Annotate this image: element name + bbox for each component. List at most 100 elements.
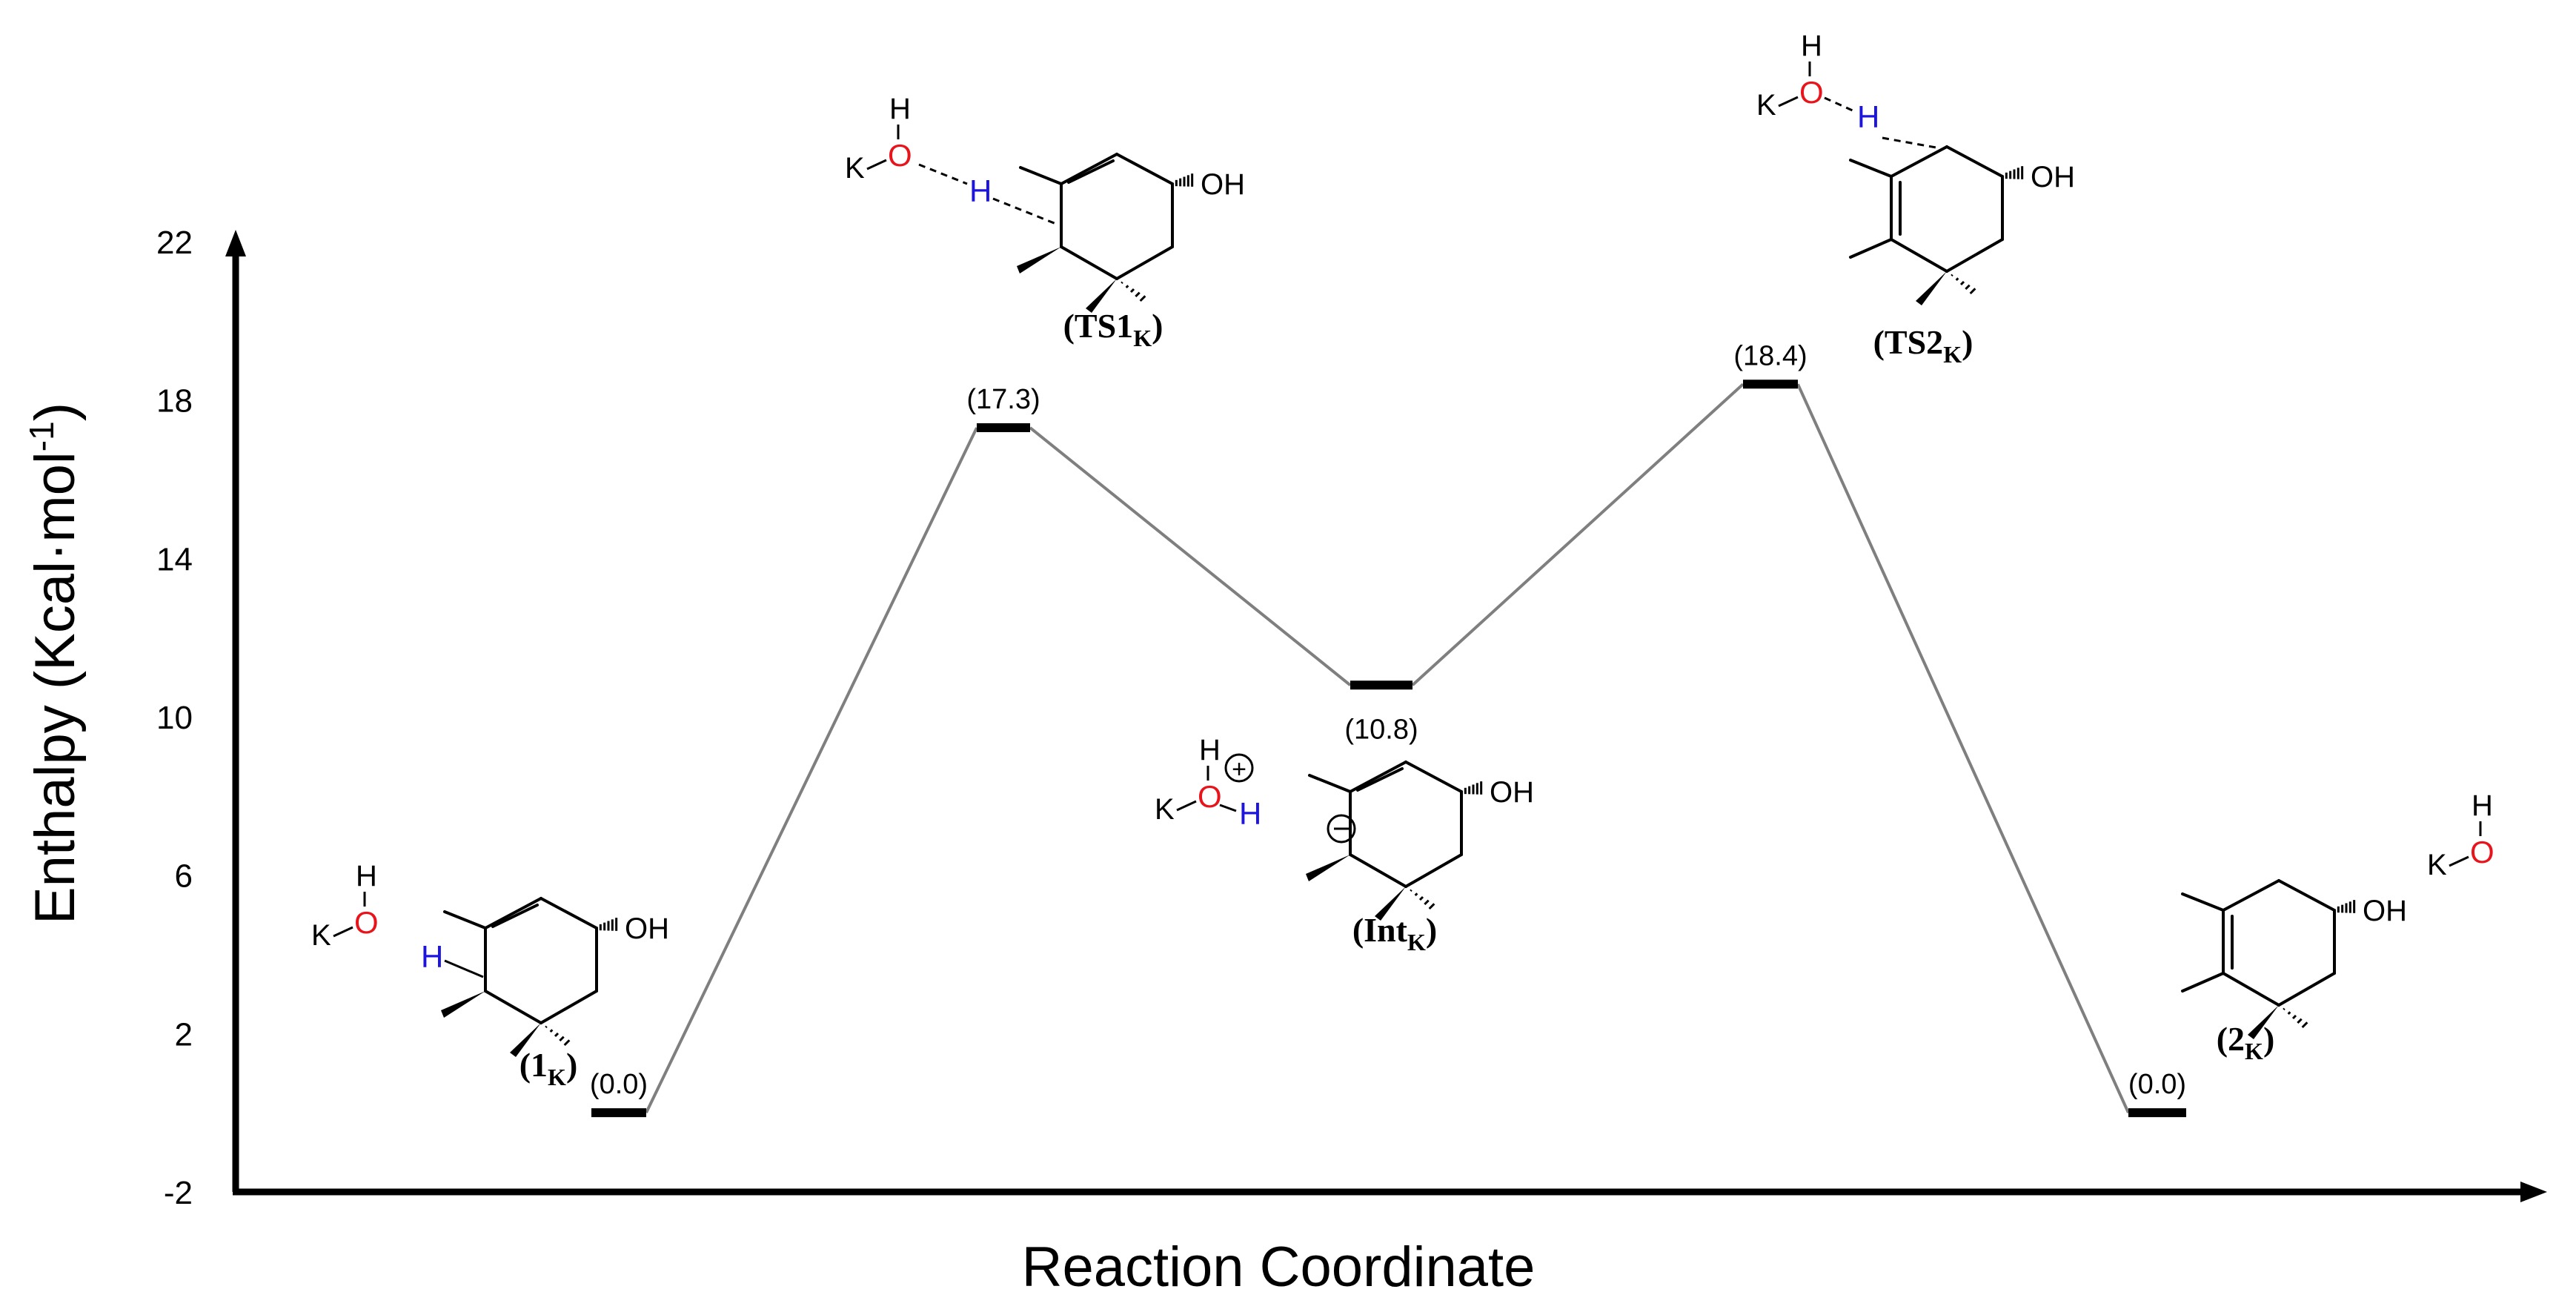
y-tick-label: 6 bbox=[175, 858, 193, 895]
hash-bond bbox=[1955, 277, 1959, 282]
transferring-hydrogen: H bbox=[969, 173, 992, 208]
hash-bond bbox=[559, 1036, 565, 1042]
bond bbox=[1404, 853, 1463, 888]
hydrogen-label: H bbox=[356, 860, 377, 892]
value-label-TS2K: (18.4) bbox=[1733, 340, 1807, 371]
hash-bond bbox=[1414, 892, 1418, 897]
hash-bond bbox=[2283, 1007, 2285, 1011]
bond bbox=[2277, 879, 2336, 912]
hash-bond bbox=[2301, 1021, 2308, 1029]
bond bbox=[1849, 238, 1893, 259]
species-label-TS1K: (TS1K) bbox=[1063, 307, 1163, 351]
positive-charge-icon bbox=[1224, 753, 1254, 783]
partial-bond bbox=[918, 163, 968, 185]
wedge-bond bbox=[1306, 855, 1350, 881]
bond bbox=[1019, 166, 1063, 185]
hydroxyl-label: OH bbox=[1201, 168, 1245, 201]
bond bbox=[1115, 153, 1174, 185]
hash-bond bbox=[2297, 1018, 2303, 1024]
wedge-bond bbox=[441, 991, 485, 1018]
connector-line bbox=[1796, 383, 2130, 1113]
bond bbox=[866, 159, 887, 170]
hash-bond bbox=[1428, 903, 1435, 910]
hash-bond bbox=[1424, 899, 1430, 906]
bond bbox=[2181, 972, 2225, 993]
connector-line bbox=[1411, 382, 1745, 686]
species-label-1K: (1K) bbox=[519, 1046, 578, 1090]
hydrogen-label: H bbox=[2472, 789, 2493, 822]
bond bbox=[2181, 892, 2225, 912]
value-labels: (0.0) (17.3) (10.8) (18.4) (0.0) bbox=[590, 340, 2186, 1100]
species-label-TS2K: (TS2K) bbox=[1873, 323, 1974, 368]
bond bbox=[484, 897, 542, 930]
hydroxyl-label: OH bbox=[1490, 776, 1534, 809]
transferring-hydrogen: H bbox=[1239, 796, 1261, 831]
bond bbox=[2449, 855, 2469, 867]
hash-bond bbox=[1410, 889, 1413, 892]
bond bbox=[1849, 159, 1893, 178]
y-tick-label: -2 bbox=[164, 1175, 193, 1211]
value-label-IntK: (10.8) bbox=[1344, 714, 1418, 745]
bond bbox=[1945, 145, 2004, 178]
potassium-label: K bbox=[2427, 849, 2447, 881]
species-labels: (1K) (TS1K) (IntK) (TS2K) (2K) bbox=[519, 307, 2275, 1090]
hash-bond bbox=[2291, 1014, 2297, 1020]
bond bbox=[2222, 879, 2280, 912]
positive-charge-sign: + bbox=[1232, 755, 1246, 783]
bond bbox=[1067, 159, 1115, 184]
potassium-label: K bbox=[311, 919, 331, 952]
connector-line bbox=[1029, 426, 1352, 686]
value-label-TS1K: (17.3) bbox=[966, 384, 1040, 415]
wedge-bond bbox=[1916, 271, 1947, 305]
bond bbox=[1060, 245, 1118, 280]
hash-bond bbox=[1135, 291, 1141, 298]
bond bbox=[540, 897, 598, 930]
y-tick-label: 14 bbox=[156, 541, 193, 577]
transferring-hydrogen: H bbox=[421, 939, 443, 974]
hash-bond bbox=[1959, 280, 1965, 286]
bond bbox=[443, 910, 487, 930]
y-axis-arrow bbox=[225, 230, 246, 256]
wedge-bond bbox=[1017, 247, 1061, 274]
bond bbox=[1778, 96, 1799, 107]
hash-bond bbox=[1129, 288, 1135, 294]
connector-line bbox=[645, 427, 978, 1114]
bond bbox=[1945, 238, 2004, 273]
bond bbox=[444, 959, 484, 978]
value-label-1K: (0.0) bbox=[590, 1069, 648, 1100]
bond bbox=[491, 904, 539, 928]
y-tick-label: 22 bbox=[156, 225, 193, 261]
bond bbox=[1404, 761, 1463, 793]
bond bbox=[1349, 761, 1407, 793]
hydroxyl-label: OH bbox=[625, 912, 669, 945]
hash-bond bbox=[563, 1039, 571, 1047]
bond bbox=[1308, 774, 1352, 793]
y-axis-label: Enthalpy (Kcal·mol-1) bbox=[22, 402, 87, 924]
wedge-bond bbox=[2248, 1005, 2279, 1039]
oxygen-label: O bbox=[1198, 779, 1222, 814]
potassium-label: K bbox=[1756, 89, 1776, 122]
transferring-hydrogen: H bbox=[1857, 99, 1879, 134]
hash-bond bbox=[1125, 285, 1129, 289]
energy-connectors bbox=[645, 382, 2130, 1114]
hash-bond bbox=[1951, 274, 1953, 277]
bond bbox=[1060, 153, 1118, 185]
wedge-bond bbox=[510, 1023, 541, 1057]
value-label-2K: (0.0) bbox=[2128, 1069, 2186, 1100]
x-axis-label: Reaction Coordinate bbox=[1022, 1236, 1536, 1299]
wedge-bond bbox=[1375, 887, 1406, 921]
bond bbox=[2222, 972, 2280, 1007]
hydrogen-label: H bbox=[889, 93, 911, 125]
bond bbox=[1115, 245, 1174, 280]
species-label-2K: (2K) bbox=[2217, 1020, 2275, 1064]
bond bbox=[484, 990, 542, 1024]
oxygen-label: O bbox=[888, 138, 912, 173]
oxygen-label: O bbox=[354, 905, 379, 940]
potassium-label: K bbox=[1155, 793, 1175, 826]
species-label-IntK: (IntK) bbox=[1352, 911, 1437, 955]
hash-bond bbox=[549, 1029, 554, 1033]
